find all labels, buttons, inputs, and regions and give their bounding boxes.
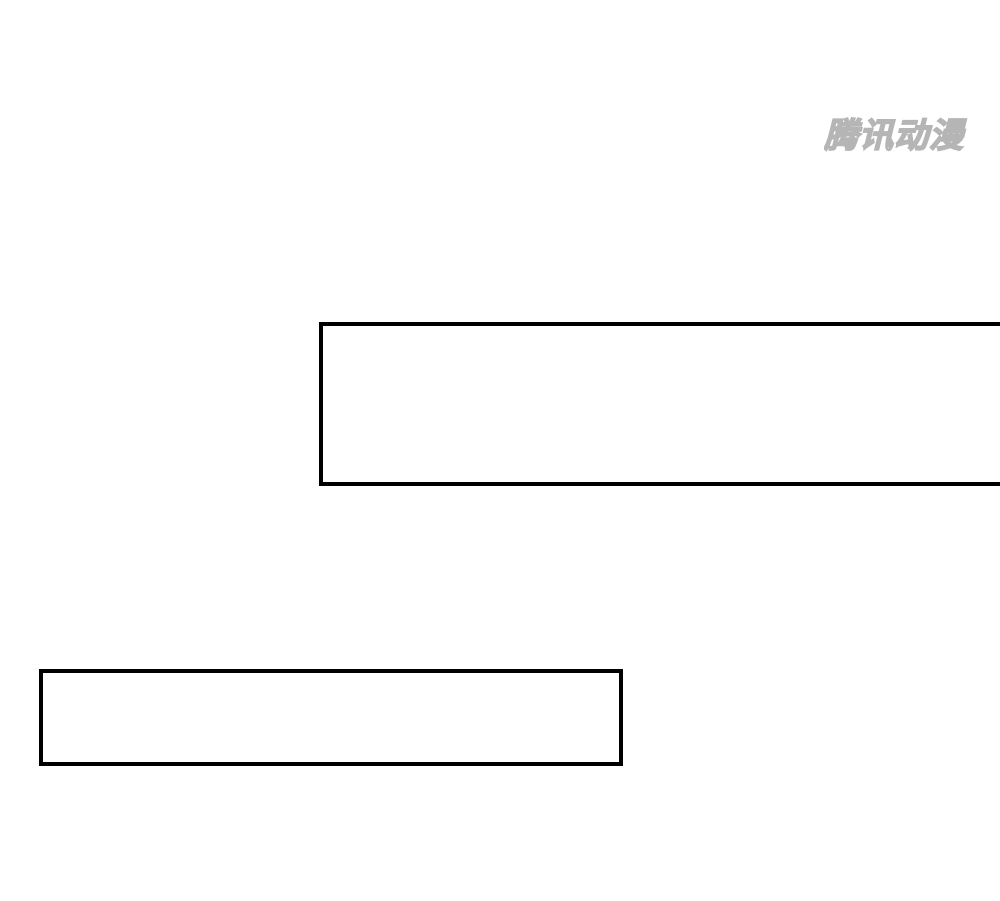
watermark-text: 腾讯动漫: [824, 116, 967, 154]
comic-panel-bottom: [39, 669, 623, 766]
comic-panel-top: [319, 322, 1000, 486]
watermark-logo: 腾讯动漫: [824, 115, 967, 154]
tencent-comics-watermark: 腾讯动漫: [824, 114, 984, 154]
